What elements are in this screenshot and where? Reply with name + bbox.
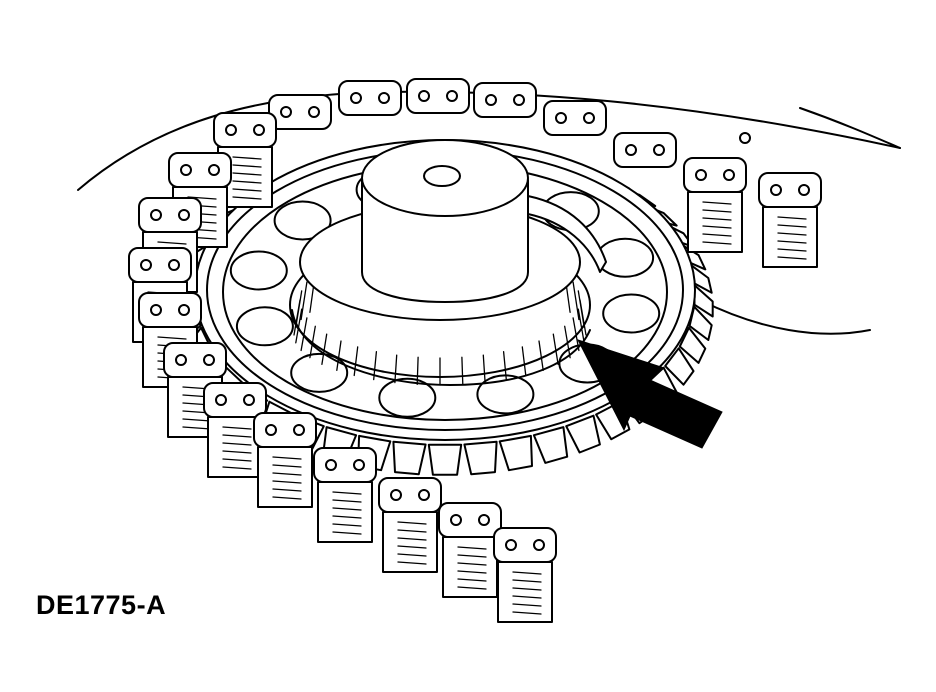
sprocket-tooth (498, 434, 533, 472)
gear-tooth (300, 281, 308, 321)
gear-tooth (552, 333, 559, 366)
sprocket-hole (596, 237, 655, 278)
gear-tooth (394, 354, 398, 384)
chain-link (543, 100, 607, 136)
sprocket-hole (273, 200, 332, 241)
chain-link (438, 502, 502, 598)
gear-tooth (353, 346, 359, 377)
chain-link (493, 527, 557, 623)
gear-tooth (521, 346, 527, 377)
sprocket-hole (235, 306, 294, 347)
chain-link (253, 412, 317, 508)
gear-tooth (295, 290, 303, 328)
chain-link (473, 82, 537, 118)
timing-chain (128, 78, 822, 623)
gear-tooth (416, 356, 419, 386)
sprocket-tooth (664, 347, 695, 386)
sprocket-tooth (392, 440, 427, 476)
chain-link (378, 477, 442, 573)
gear-tooth (564, 325, 571, 359)
gear-tooth (461, 356, 464, 386)
chain-link (683, 157, 747, 253)
sprocket-tooth (678, 326, 707, 364)
gear-tooth (336, 340, 342, 372)
gear-tooth (538, 340, 544, 372)
sprocket-hole (602, 293, 661, 334)
gear-tooth (502, 351, 507, 381)
chain-link (268, 94, 332, 130)
sprocket-tooth (427, 443, 463, 476)
gear-tooth (482, 354, 486, 384)
gear-tooth (300, 317, 308, 352)
figure-code: DE1775-A (36, 590, 167, 620)
arrow-icon (577, 339, 723, 449)
shaft-hub (361, 139, 529, 303)
chain-link (613, 132, 677, 168)
chain-link (406, 78, 470, 114)
gear-tooth (309, 325, 316, 359)
gear-tooth (577, 290, 585, 328)
sprocket-hole (378, 377, 437, 418)
gear-tooth (321, 333, 328, 366)
gear-tooth (572, 317, 580, 352)
sprocket-hole (290, 352, 349, 393)
chain-link (313, 447, 377, 543)
gear-tooth (577, 308, 585, 344)
sprocket-hole (229, 250, 288, 291)
sprocket-tooth (463, 440, 498, 476)
gear-tooth (572, 281, 580, 321)
gear-tooth (295, 308, 303, 344)
sprocket-tooth (565, 414, 601, 454)
chain-link (338, 80, 402, 116)
oil-slinger (527, 195, 607, 273)
chain-link (758, 172, 822, 268)
sprocket-tooth (532, 426, 569, 464)
gear-tooth (373, 351, 378, 381)
